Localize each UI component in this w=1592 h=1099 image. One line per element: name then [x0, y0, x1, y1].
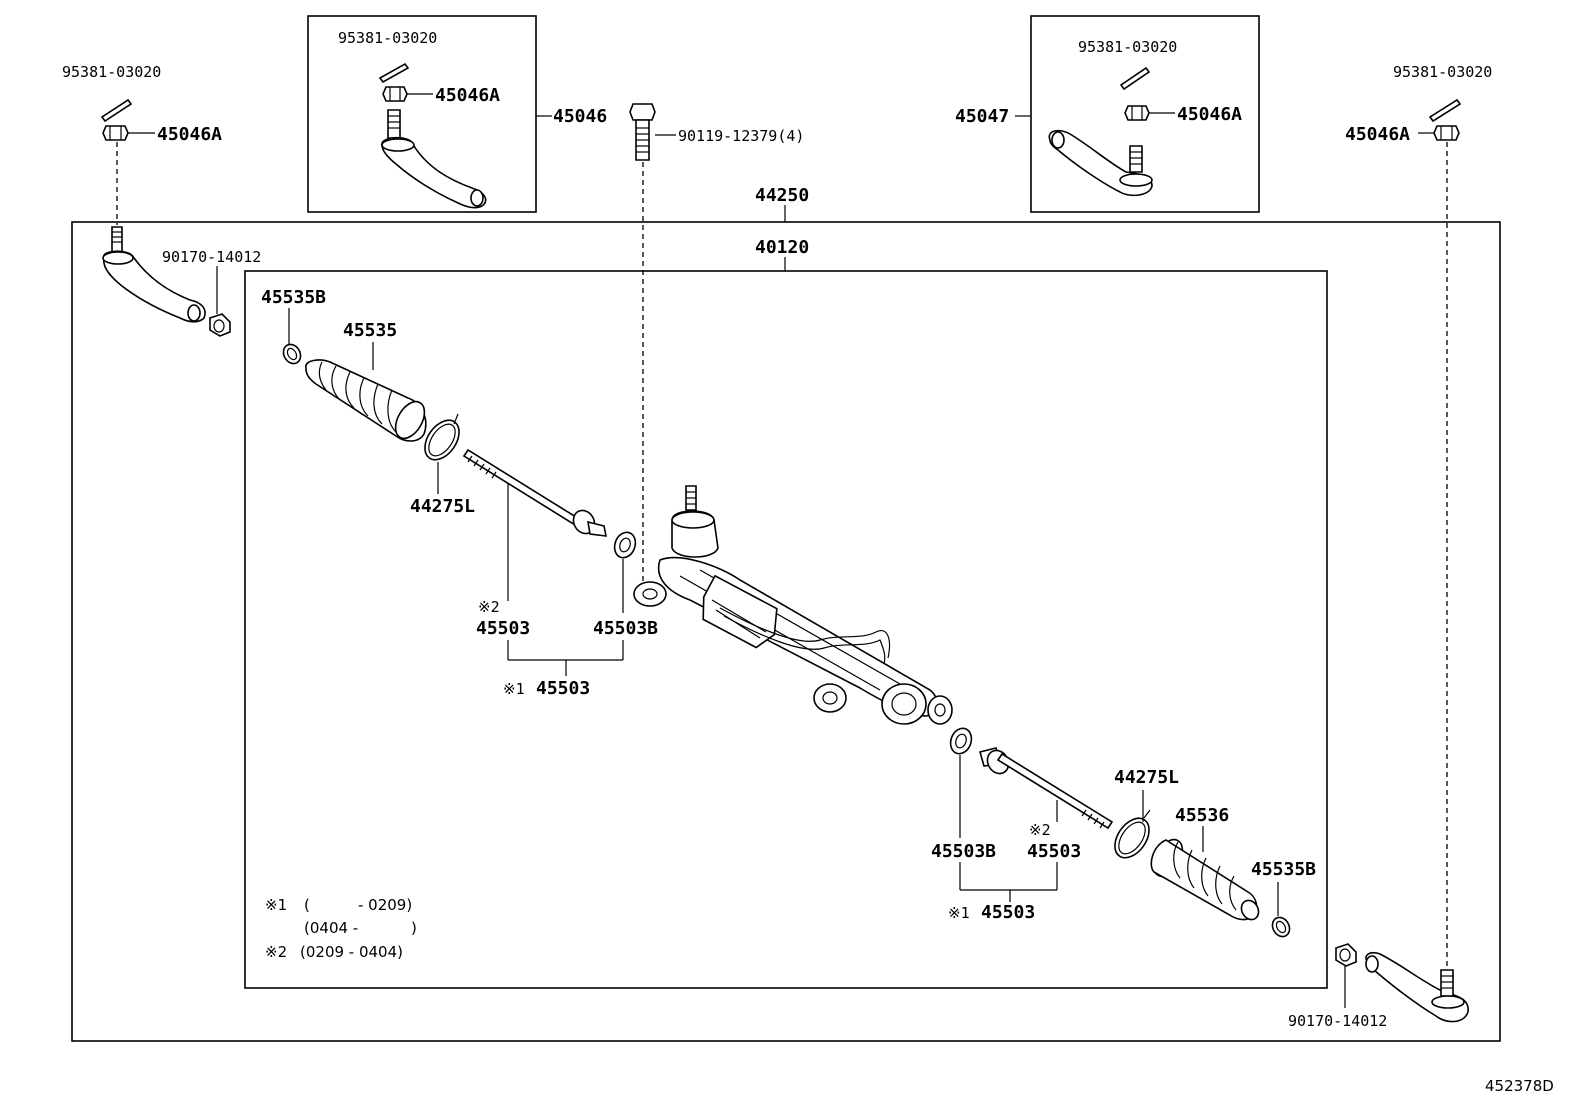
note1-line2-close: )	[411, 919, 417, 937]
cotter-pin-box-left	[378, 62, 410, 84]
steering-gear-housing	[633, 485, 953, 725]
label-clip-left: 45535B	[261, 287, 326, 308]
label-box-right-part: 45047	[955, 106, 1009, 127]
castle-nut-right	[1433, 125, 1460, 141]
label-rod-set-right-mark: ※1	[948, 904, 970, 922]
label-rod-set-right: 45503	[981, 902, 1035, 923]
label-rod-set-left: 45503	[536, 678, 590, 699]
boot-ring-right	[1114, 809, 1151, 859]
rack-boot-left	[305, 359, 427, 442]
note1-range: - 0209)	[358, 896, 412, 914]
label-boot-left: 45535	[343, 320, 397, 341]
tie-rod-end-right	[1365, 951, 1469, 1023]
tie-rod-inner-right	[979, 747, 1114, 830]
label-nut-left: 45046A	[157, 124, 222, 145]
note2-range: (0209 - 0404)	[300, 943, 403, 961]
label-box-right-nut: 45046A	[1177, 104, 1242, 125]
label-rod-right: 45503	[1027, 841, 1081, 862]
note1-open: (	[304, 896, 310, 914]
boot-clip-right	[1271, 916, 1291, 938]
label-lock-nut-right: 90170-14012	[1288, 1012, 1387, 1030]
castle-nut-left	[102, 125, 129, 141]
note1-line2-open: (0404 -	[304, 919, 358, 937]
inner-assembly-frame	[244, 270, 1328, 989]
tie-rod-inner-left	[462, 448, 608, 537]
label-rod-left-mark: ※2	[478, 598, 500, 616]
note1-mark: ※1	[265, 896, 287, 914]
label-washer-left: 45503B	[593, 618, 658, 639]
castle-nut-box-left	[382, 86, 408, 102]
lock-washer-left	[613, 531, 637, 559]
boot-clip-left	[282, 343, 302, 365]
tie-rod-end-box-right	[1048, 129, 1153, 197]
label-rod-left: 45503	[476, 618, 530, 639]
label-ring-left: 44275L	[410, 496, 475, 517]
label-box-left-part: 45046	[553, 106, 607, 127]
note2-mark: ※2	[265, 943, 287, 961]
label-nut-right: 45046A	[1345, 124, 1410, 145]
lock-nut-right	[1335, 943, 1357, 967]
label-box-left-cotter: 95381-03020	[338, 29, 437, 47]
label-ring-right: 44275L	[1114, 767, 1179, 788]
label-washer-right: 45503B	[931, 841, 996, 862]
label-cotter-pin-left: 95381-03020	[62, 63, 161, 81]
label-inner-assembly: 40120	[755, 237, 809, 258]
label-rod-set-left-mark: ※1	[503, 680, 525, 698]
castle-nut-box-right	[1124, 105, 1150, 121]
label-box-right-cotter: 95381-03020	[1078, 38, 1177, 56]
label-box-left-nut: 45046A	[435, 85, 500, 106]
rack-boot-right	[1150, 838, 1260, 921]
label-boot-right: 45536	[1175, 805, 1229, 826]
lock-nut-left	[209, 313, 231, 337]
label-lock-nut-left: 90170-14012	[162, 248, 261, 266]
label-clip-right: 45535B	[1251, 859, 1316, 880]
label-cotter-pin-right: 95381-03020	[1393, 63, 1492, 81]
tie-rod-end-left	[102, 226, 206, 323]
label-outer-assembly: 44250	[755, 185, 809, 206]
right-tie-rod-end-box	[1030, 15, 1260, 213]
cotter-pin-left	[100, 98, 133, 123]
boot-ring-left	[424, 413, 460, 461]
tie-rod-end-box-left	[381, 109, 487, 209]
label-bolt: 90119-12379(4)	[678, 127, 804, 145]
outer-assembly-frame	[71, 221, 1501, 1042]
left-tie-rod-end-box	[307, 15, 537, 213]
figure-id: 452378D	[1485, 1077, 1554, 1095]
mounting-bolt	[629, 103, 656, 161]
lock-washer-right	[949, 727, 973, 755]
cotter-pin-box-right	[1119, 66, 1151, 91]
label-rod-right-mark: ※2	[1029, 821, 1051, 839]
cotter-pin-right	[1428, 98, 1462, 123]
